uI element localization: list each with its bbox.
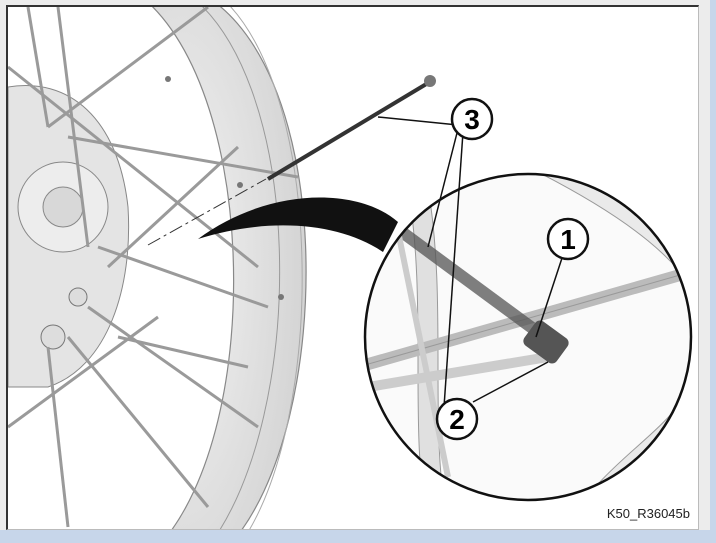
illustration-frame: 3 1 2 K50_R36045b: [6, 5, 699, 530]
callout-1: 1: [546, 217, 590, 261]
wheel-hub: [8, 85, 130, 388]
figure-reference-code: K50_R36045b: [606, 506, 690, 521]
wheel-rim: [151, 7, 307, 529]
callout-2-label: 2: [449, 404, 465, 435]
callouts: 3 1 2: [435, 97, 590, 441]
spoke-loose: [147, 75, 436, 246]
callout-leaders: [377, 116, 564, 408]
callout-1-label: 1: [560, 224, 576, 255]
callout-3-label: 3: [464, 104, 480, 135]
detail-wedge: [198, 197, 398, 252]
callout-3: 3: [450, 97, 494, 141]
spokes: [8, 7, 299, 528]
callout-2: 2: [435, 397, 479, 441]
